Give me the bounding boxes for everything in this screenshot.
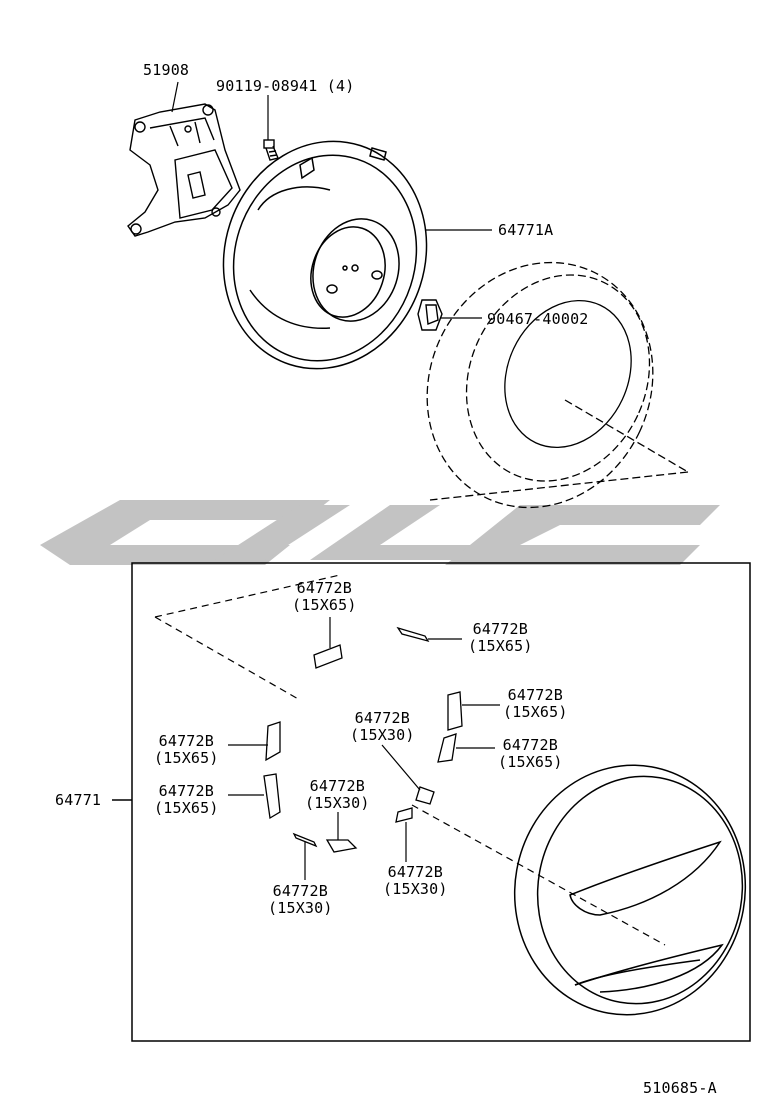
label-tape-c: 64772B(15X65) [503, 686, 568, 721]
label-tape-a: 64772B(15X65) [292, 579, 357, 614]
label-tape-b: 64772B(15X65) [468, 620, 533, 655]
spare-tire-cover-disk[interactable] [194, 115, 455, 396]
tape-h-shape [325, 839, 358, 853]
leader-lines-tapes [228, 617, 500, 880]
tape-a-shape [313, 644, 343, 669]
spare-carrier-bracket[interactable] [127, 103, 241, 237]
tape-parts[interactable] [263, 626, 463, 853]
tape-g-shape [263, 773, 281, 820]
watermark-logo [40, 500, 720, 565]
clip[interactable] [417, 299, 443, 331]
tape-c-shape [447, 691, 463, 731]
tape-b-shape [396, 626, 430, 643]
leader-lines-top [171, 81, 492, 319]
label-cover-assembly: 64771 [55, 791, 102, 809]
label-tape-g: 64772B(15X65) [154, 782, 219, 817]
cover-assembly-frame [112, 562, 751, 1042]
label-bolt: 90119-08941 (4) [216, 77, 355, 95]
tire-dashed-outline [426, 261, 689, 509]
label-tape-d: 64772B(15X30) [350, 709, 415, 744]
diagram-number: 510685-A [643, 1079, 717, 1097]
label-tape-i: 64772B(15X30) [383, 863, 448, 898]
label-clip: 90467-40002 [487, 310, 589, 328]
label-carrier: 51908 [143, 61, 190, 79]
tape-f-shape [265, 721, 281, 762]
tape-d-shape [415, 786, 435, 805]
bolt[interactable] [263, 139, 279, 161]
label-tape-h: 64772B(15X30) [305, 777, 370, 812]
label-tape-j: 64772B(15X30) [268, 882, 333, 917]
tape-j-shape [292, 832, 318, 848]
spare-tire-hard-cover[interactable] [495, 747, 760, 1033]
tape-e-shape [437, 733, 457, 763]
label-tape-e: 64772B(15X65) [498, 736, 563, 771]
tape-i-shape [395, 807, 413, 823]
label-tape-f: 64772B(15X65) [154, 732, 219, 767]
label-spare-tire-cover: 64771A [498, 221, 554, 239]
